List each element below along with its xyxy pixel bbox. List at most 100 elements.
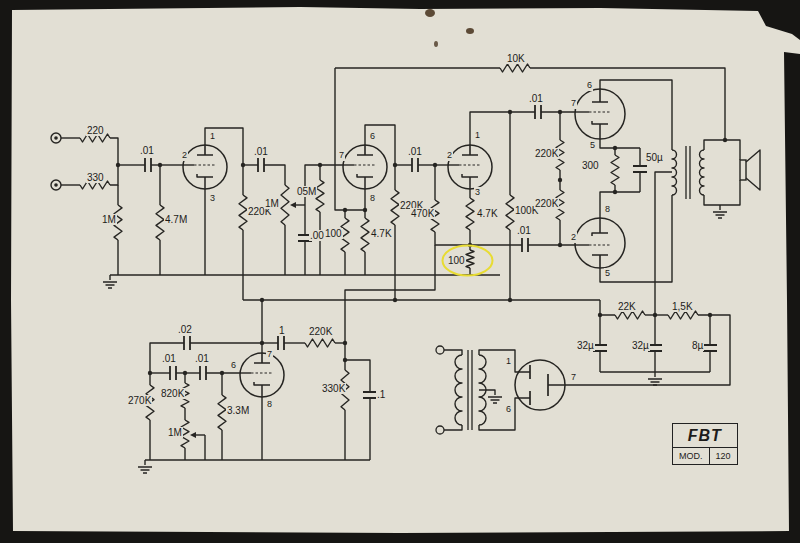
wire: [159, 165, 160, 205]
highlight-ellipse: 100: [441, 244, 494, 277]
wire: [150, 343, 184, 373]
wire: [221, 373, 222, 395]
resistor-symbol: [305, 339, 335, 347]
pin-number: 5: [589, 140, 596, 151]
wire: [394, 225, 395, 300]
junction-dot: [241, 163, 245, 167]
wire: [184, 448, 185, 460]
transformer-core: [686, 146, 690, 199]
tube-grid-lead: [343, 164, 354, 165]
wire: [654, 351, 655, 372]
wire: [364, 189, 365, 210]
pin-number: 1: [474, 130, 481, 141]
component-value: 100: [447, 255, 466, 266]
capacitor-symbol: [593, 345, 607, 351]
wire: [528, 244, 575, 245]
tube-grid: [354, 164, 375, 165]
capacitor-symbol: [633, 166, 647, 172]
wire: [190, 342, 262, 343]
wire: [509, 230, 510, 300]
capacitor-symbol: [170, 366, 176, 380]
wire: [176, 372, 200, 373]
pin-number: 2: [181, 150, 188, 161]
junction-dot: [433, 163, 437, 167]
component-value: 330: [86, 172, 105, 183]
wire: [639, 148, 640, 166]
rectifier-envelope: [515, 360, 565, 410]
wire: [151, 164, 183, 165]
junction-dot: [343, 208, 347, 212]
tube-envelope: [240, 353, 284, 397]
wire: [344, 343, 345, 370]
wire: [205, 128, 243, 195]
resistor-symbol: [500, 64, 530, 72]
component-value: 3.3M: [226, 405, 250, 416]
component-value: 330K: [321, 383, 346, 394]
component-value: .1: [376, 389, 386, 400]
tube-envelope: [183, 145, 227, 189]
paper-sheet: [11, 7, 800, 533]
wire: [184, 408, 185, 420]
component-value: 1M: [167, 427, 183, 438]
wire: [204, 435, 205, 460]
capacitor-symbol: [145, 158, 151, 172]
wire: [118, 164, 145, 165]
component-value: 220K: [534, 198, 559, 209]
junction-dot: [558, 243, 562, 247]
pot-arrow: [290, 202, 296, 208]
component-value: .01: [528, 93, 544, 104]
component-value: 4.7M: [164, 214, 188, 225]
model-caption: MOD.: [673, 448, 710, 464]
pin-number: 6: [369, 131, 376, 142]
wire: [709, 315, 710, 345]
component-value: 4.7K: [476, 208, 499, 219]
wire: [319, 212, 320, 275]
component-value: .01: [407, 146, 423, 157]
capacitor-symbol: [184, 336, 190, 350]
junction-dot: [558, 178, 562, 182]
junction-dot: [508, 298, 512, 302]
wire: [344, 410, 345, 460]
capacitor-symbol: [522, 238, 528, 252]
component-value: 10K: [506, 53, 526, 64]
component-value: 4.7K: [370, 228, 393, 239]
tube-cathode: [254, 382, 270, 397]
wire: [470, 244, 522, 245]
wire: [109, 275, 110, 280]
capacitor-symbol: [703, 345, 717, 351]
wire: [221, 430, 222, 460]
resistor-symbol: [466, 198, 474, 230]
wire: [319, 165, 320, 180]
resistor-symbol: [615, 311, 645, 319]
wire: [704, 140, 740, 160]
wire: [345, 245, 435, 343]
wire: [61, 184, 80, 185]
component-value: 820K: [160, 388, 185, 399]
pot-arrow: [190, 432, 196, 438]
component-value: .02: [177, 324, 193, 335]
tube-plate: [462, 145, 478, 155]
capacitor-symbol: [200, 366, 206, 380]
tube-plate: [357, 145, 373, 155]
component-value: 8µ: [691, 340, 704, 351]
component-value: 1M: [101, 214, 117, 225]
wire: [365, 125, 395, 190]
wire: [144, 460, 145, 465]
junction-dot: [723, 138, 727, 142]
tube-grid: [251, 372, 272, 373]
tube-plate: [592, 89, 608, 102]
tube-envelope: [343, 145, 387, 189]
wire: [479, 350, 530, 372]
component-value: 470K: [410, 208, 435, 219]
wire: [242, 230, 243, 300]
mains-terminal: [436, 346, 444, 354]
ground-symbol: [713, 212, 727, 218]
component-value: 32µ: [576, 340, 595, 351]
input-jack: [51, 133, 61, 143]
pin-number: 8: [604, 204, 611, 215]
wire: [305, 165, 343, 205]
wire: [204, 189, 205, 275]
wire: [184, 373, 185, 383]
pin-number: 8: [369, 193, 376, 204]
